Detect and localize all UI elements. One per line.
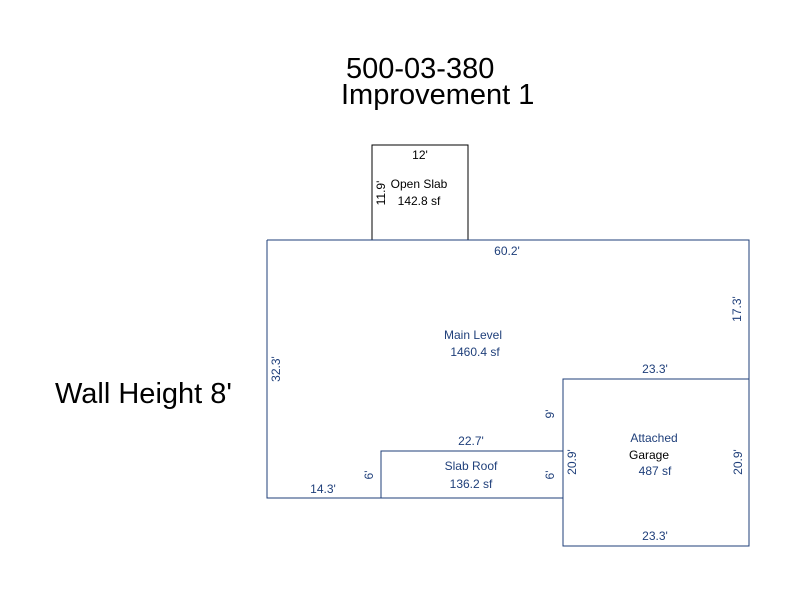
main-level-name: Main Level xyxy=(444,328,502,342)
garage-right-dim: 20.9' xyxy=(731,449,745,475)
open-slab-name: Open Slab xyxy=(391,177,448,191)
garage-name-line2: Garage xyxy=(629,448,669,462)
main-level-left-dim: 32.3' xyxy=(269,356,283,382)
garage-outline xyxy=(562,378,750,547)
main-level-step-dim: 9' xyxy=(543,410,557,419)
main-level-top-dim: 60.2' xyxy=(494,244,520,258)
improvement-title: Improvement 1 xyxy=(341,79,535,111)
main-level-right-dim: 17.3' xyxy=(730,296,744,322)
slab-roof-right-dim: 6' xyxy=(543,471,557,480)
open-slab-top-dim: 12' xyxy=(412,148,428,162)
slab-roof-name: Slab Roof xyxy=(445,459,498,473)
garage-bottom-dim: 23.3' xyxy=(642,529,668,543)
garage-area: 487 sf xyxy=(639,464,672,478)
garage-name-line1: Attached xyxy=(630,431,677,445)
wall-height-label: Wall Height 8' xyxy=(55,378,232,410)
slab-roof-area: 136.2 sf xyxy=(450,477,493,491)
open-slab-area: 142.8 sf xyxy=(398,194,441,208)
slab-roof-top-dim: 22.7' xyxy=(458,434,484,448)
main-level-area: 1460.4 sf xyxy=(450,345,500,359)
garage-left-dim: 20.9' xyxy=(565,449,579,475)
slab-roof-left-dim: 6' xyxy=(362,471,376,480)
parcel-id: 500-03-380 xyxy=(346,53,495,85)
main-level-outline xyxy=(266,239,750,499)
main-level-bottom-dim: 14.3' xyxy=(310,482,336,496)
open-slab-left-dim: 11.9' xyxy=(374,181,388,206)
garage-top-dim: 23.3' xyxy=(642,362,668,376)
